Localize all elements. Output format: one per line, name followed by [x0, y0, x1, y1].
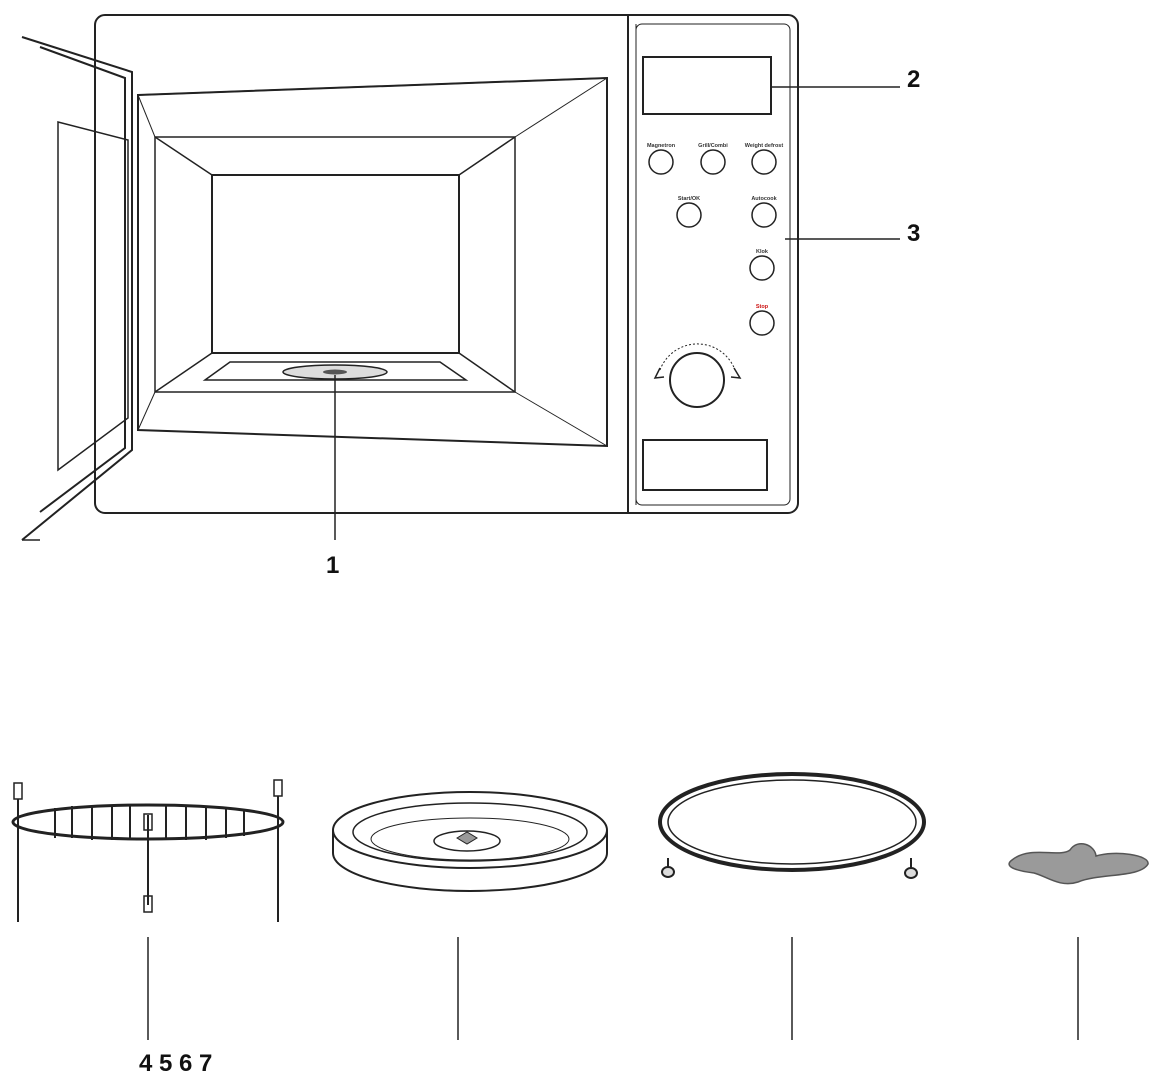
defrost-button[interactable] [751, 149, 777, 175]
clock-button[interactable] [749, 255, 775, 281]
rotating-coupler [1008, 842, 1149, 885]
start-button-label: Start/OK [678, 196, 700, 202]
door-window [57, 121, 129, 472]
door-release-button[interactable] [642, 439, 768, 491]
grill-rack [11, 779, 285, 922]
defrost-button-label: Weight defrost [745, 143, 784, 149]
callout-leaders [147, 86, 1079, 1040]
clock-button-label: Klok [756, 249, 769, 255]
callout-3: 3 [907, 220, 921, 247]
grill-combi-button[interactable] [700, 149, 726, 175]
callout-accessories: 4 5 6 7 [139, 1050, 213, 1077]
auto-cook-button[interactable] [751, 202, 777, 228]
oven-casing [94, 14, 799, 514]
microwave-button-label: Magnetron [647, 143, 676, 149]
grill-combi-button-label: Grill/Combi [698, 143, 728, 149]
door-outer [21, 36, 133, 541]
stop-button-label: Stop [756, 304, 769, 310]
rotary-dial[interactable] [653, 343, 742, 408]
stop-button[interactable] [749, 310, 775, 336]
cavity-outer [137, 76, 608, 448]
start-button[interactable] [676, 202, 702, 228]
callout-1: 1 [326, 552, 340, 579]
oven-cavity [137, 76, 608, 448]
auto-cook-button-label: Autocook [751, 196, 777, 202]
microwave-oven [94, 14, 799, 514]
cavity-floor-tray [202, 361, 469, 381]
callout-2: 2 [907, 66, 921, 93]
display-window [642, 56, 772, 115]
control-buttons [648, 149, 777, 336]
cavity-back-wall [211, 174, 460, 354]
panel-inner-frame [635, 23, 791, 506]
glass-turntable [332, 791, 608, 892]
roller-ring [658, 772, 926, 879]
microwave-button[interactable] [648, 149, 674, 175]
cavity-front-rim [137, 77, 608, 96]
oven-door-open [21, 36, 133, 541]
door-inner [39, 46, 126, 513]
